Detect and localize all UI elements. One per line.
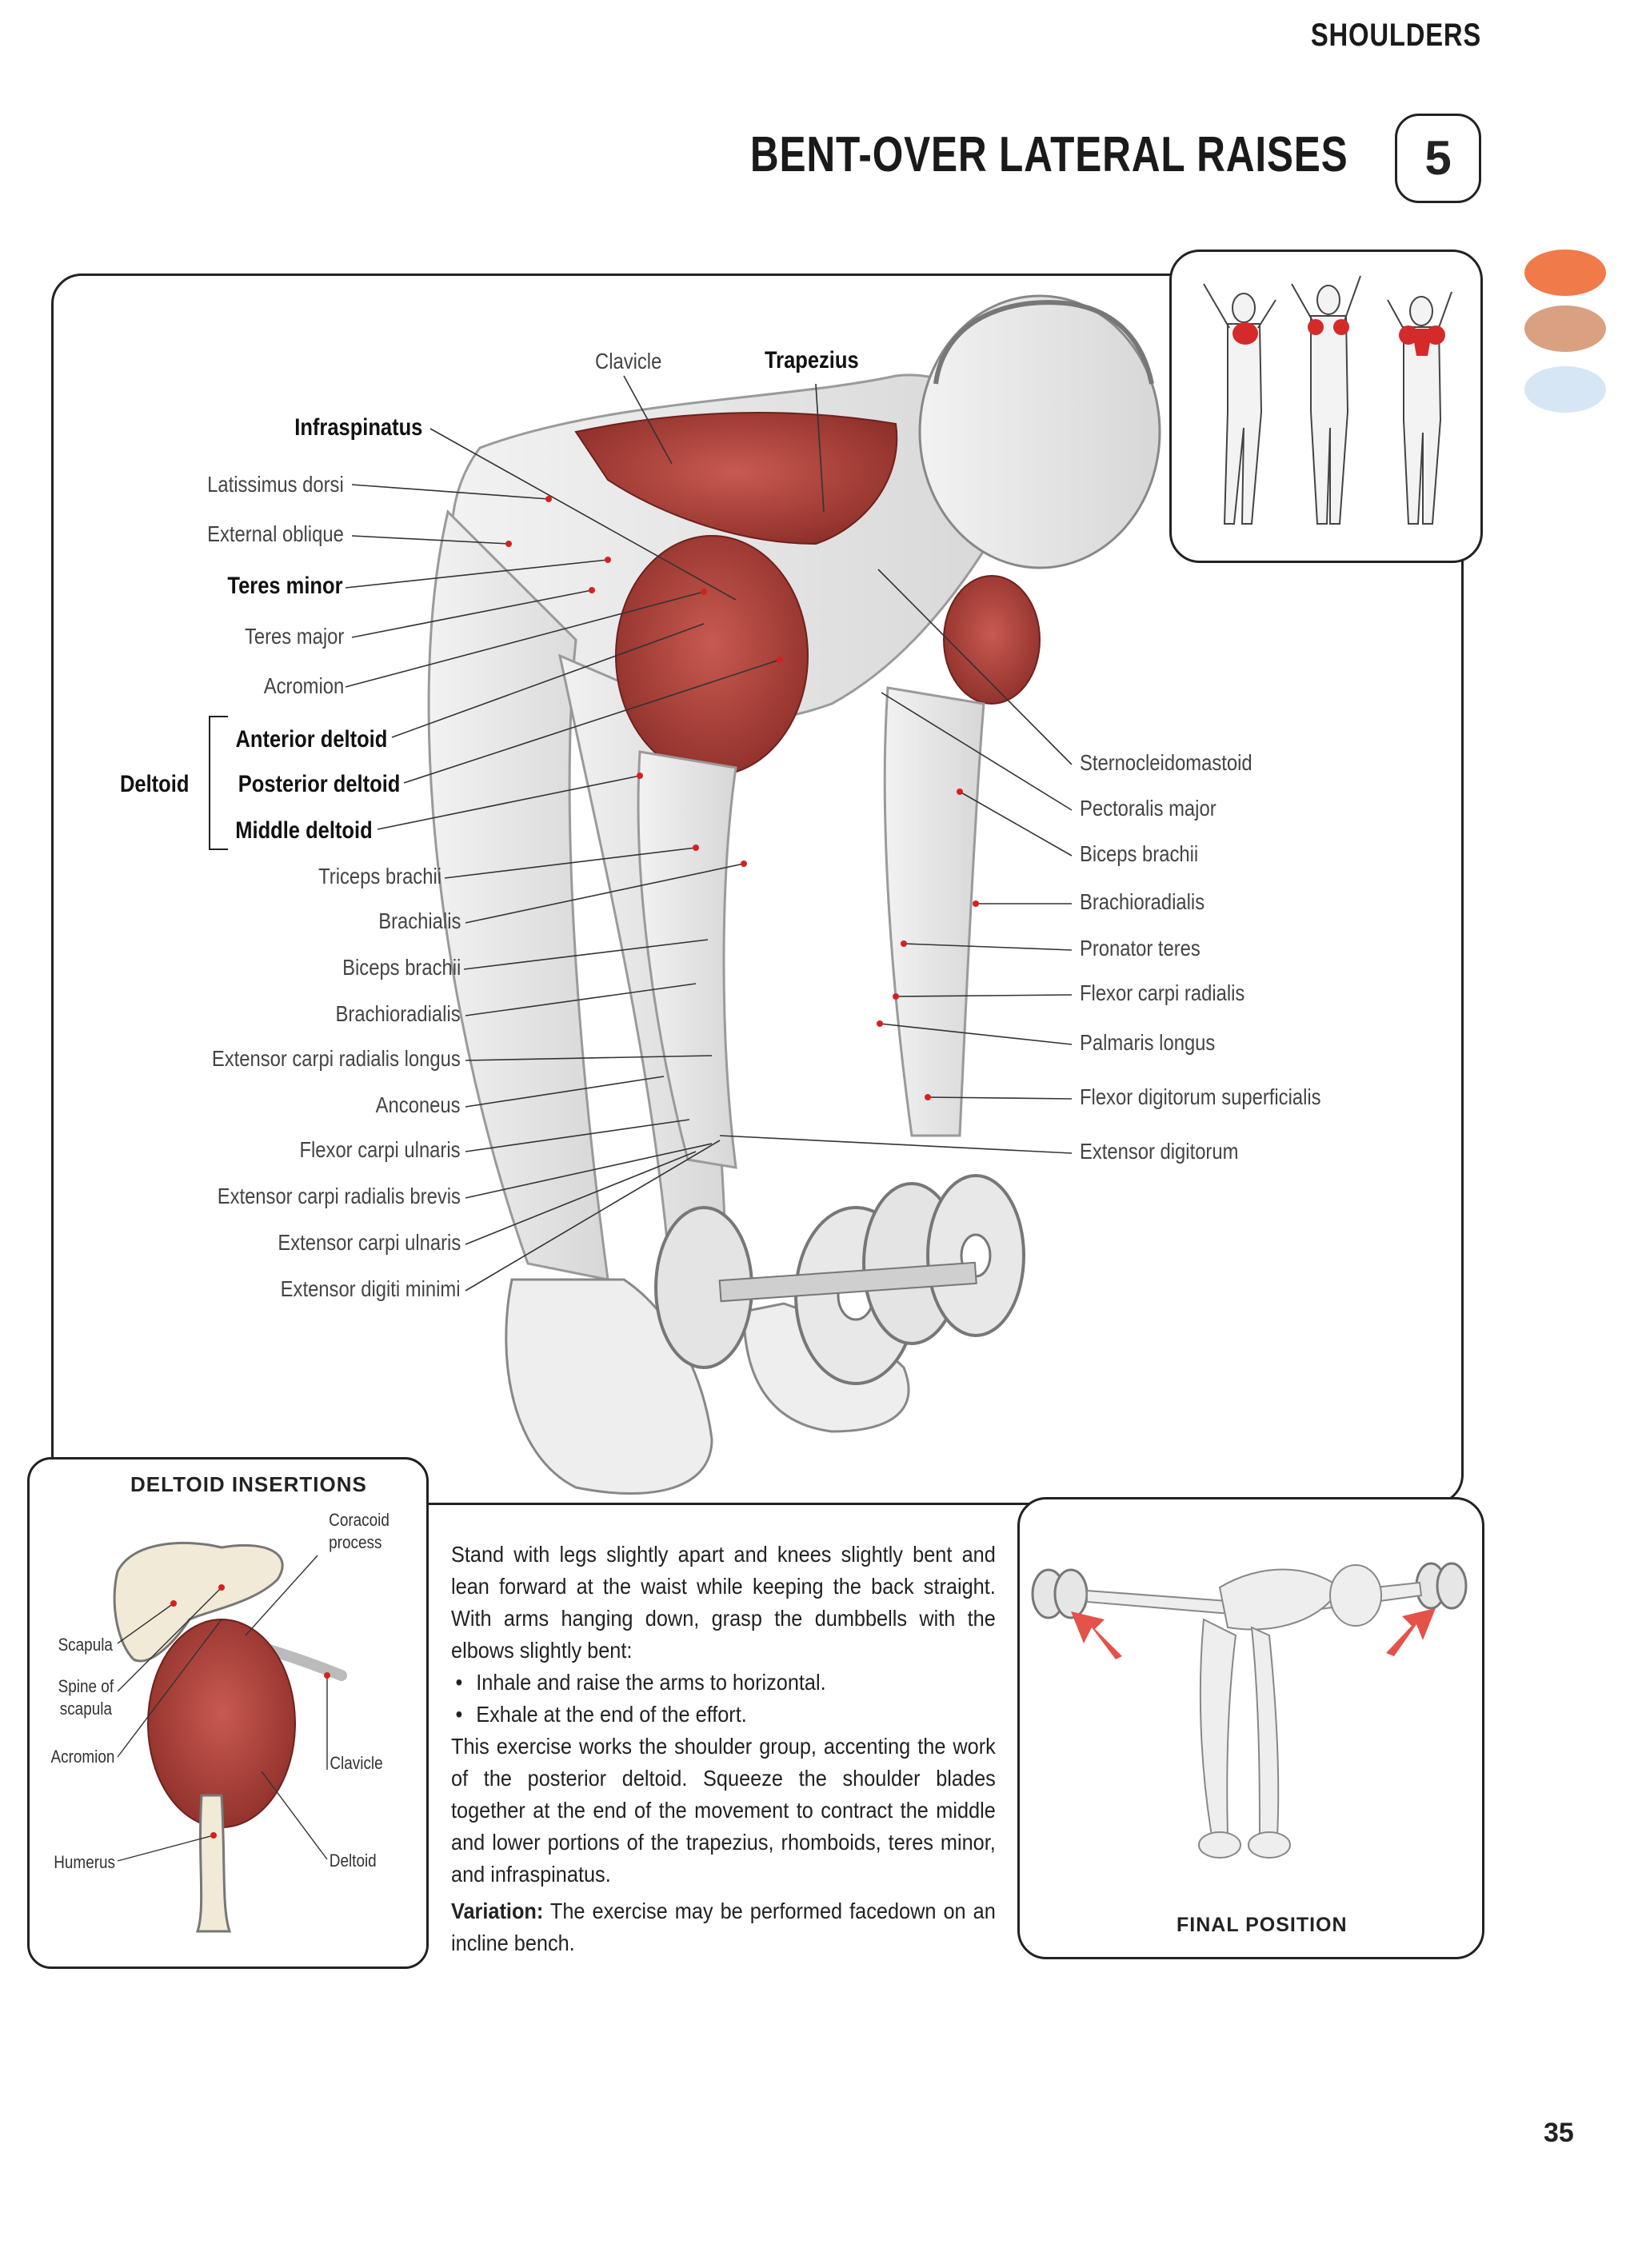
label-brachioradialis-left: Brachioradialis	[335, 1001, 461, 1026]
variation-label: Variation:	[451, 1899, 544, 1923]
label-brachioradialis-right: Brachioradialis	[1080, 889, 1205, 914]
label-palmaris-longus: Palmaris longus	[1080, 1030, 1216, 1055]
label-spine-of-scapula: Spine of scapula	[58, 1676, 114, 1719]
label-scapula: Scapula	[58, 1635, 113, 1655]
label-teres-major: Teres major	[244, 624, 344, 649]
label-humerus: Humerus	[54, 1852, 116, 1872]
step-item: Inhale and raise the arms to horizontal.	[451, 1667, 996, 1699]
exercise-number-badge: 5	[1395, 114, 1481, 203]
label-anconeus: Anconeus	[376, 1092, 461, 1117]
description-variation: Variation: The exercise may be performed…	[451, 1895, 996, 1959]
label-extensor-digitorum: Extensor digitorum	[1080, 1139, 1239, 1164]
label-extensor-digiti-minimi: Extensor digiti minimi	[281, 1276, 461, 1301]
label-middle-deltoid: Middle deltoid	[235, 817, 373, 844]
color-dot-tan	[1524, 305, 1606, 352]
label-triceps-brachii: Triceps brachii	[318, 864, 441, 888]
deltoid-insertions-illustration	[113, 1541, 347, 1933]
label-ecr-brevis: Extensor carpi radialis brevis	[217, 1184, 461, 1208]
variation-text: The exercise may be performed facedown o…	[451, 1899, 996, 1955]
label-external-oblique: External oblique	[207, 521, 344, 546]
label-acromion: Acromion	[263, 673, 344, 698]
color-dot-blue	[1524, 366, 1606, 413]
muscle-location-thumbnail	[1169, 250, 1483, 563]
label-acromion-insert: Acromion	[50, 1747, 115, 1767]
label-sternocleidomastoid: Sternocleidomastoid	[1080, 750, 1252, 775]
label-flexor-carpi-ulnaris: Flexor carpi ulnaris	[299, 1137, 461, 1162]
label-teres-minor: Teres minor	[226, 573, 342, 599]
label-clavicle-top: Clavicle	[595, 349, 662, 373]
label-brachialis: Brachialis	[378, 908, 461, 933]
description-intro: Stand with legs slightly apart and knees…	[451, 1542, 996, 1663]
step-item: Exhale at the end of the effort.	[451, 1699, 996, 1731]
label-deltoid-group: Deltoid	[120, 771, 190, 797]
label-infraspinatus: Infraspinatus	[294, 414, 422, 441]
label-flexor-digitorum-superficialis: Flexor digitorum superficialis	[1080, 1084, 1321, 1109]
label-anterior-deltoid: Anterior deltoid	[235, 726, 387, 753]
label-biceps-brachii-right: Biceps brachii	[1080, 841, 1199, 866]
final-position-illustration	[1031, 1562, 1468, 1859]
section-title: SHOULDERS	[1310, 18, 1481, 53]
three-figures-illustration	[1203, 275, 1452, 525]
label-extensor-carpi-ulnaris: Extensor carpi ulnaris	[278, 1230, 461, 1255]
main-illustration-frame	[51, 274, 1464, 1505]
label-biceps-brachii-left: Biceps brachii	[342, 955, 461, 980]
description-body: This exercise works the shoulder group, …	[451, 1734, 996, 1887]
final-position-box: FINAL POSITION	[1017, 1497, 1484, 1959]
label-latissimus-dorsi: Latissimus dorsi	[207, 472, 344, 497]
label-ecr-longus: Extensor carpi radialis longus	[212, 1046, 461, 1071]
label-deltoid-insert: Deltoid	[329, 1851, 377, 1871]
description-steps: Inhale and raise the arms to horizontal.…	[451, 1667, 996, 1731]
label-trapezius: Trapezius	[765, 347, 859, 373]
deltoid-insertions-box: DELTOID INSERTIONS Coracoid process Scap…	[27, 1457, 429, 1969]
deltoid-insertions-title: DELTOID INSERTIONS	[130, 1472, 367, 1496]
exercise-title: BENT-OVER LATERAL RAISES	[750, 127, 1348, 182]
label-coracoid-process: Coracoid process	[329, 1510, 390, 1552]
label-clavicle-insert: Clavicle	[330, 1753, 383, 1773]
exercise-description: Stand with legs slightly apart and knees…	[451, 1539, 996, 1959]
page-number: 35	[1544, 2118, 1574, 2148]
label-posterior-deltoid: Posterior deltoid	[238, 771, 400, 797]
final-position-caption: FINAL POSITION	[1177, 1914, 1348, 1936]
color-dot-orange	[1524, 250, 1606, 296]
label-flexor-carpi-radialis: Flexor carpi radialis	[1080, 980, 1245, 1005]
label-pronator-teres: Pronator teres	[1080, 936, 1201, 960]
label-pectoralis-major: Pectoralis major	[1080, 796, 1217, 821]
